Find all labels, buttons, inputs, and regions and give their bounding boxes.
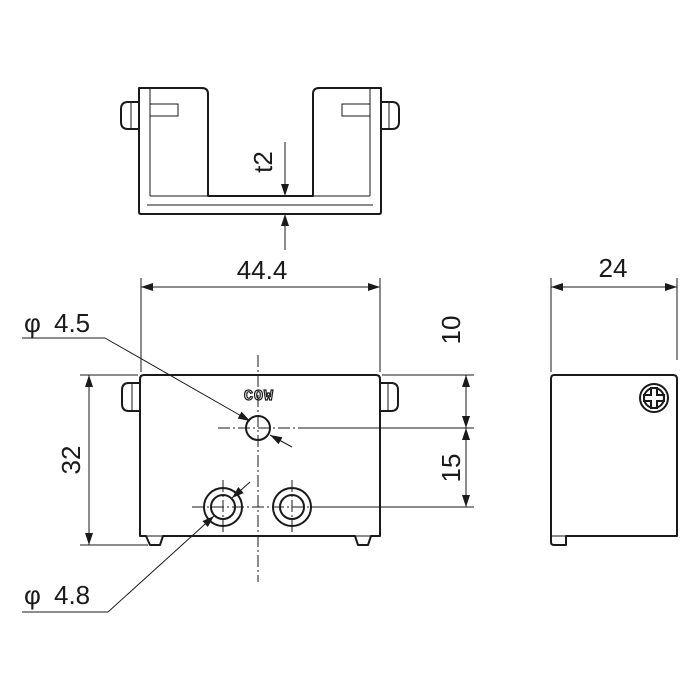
small-hole-leader-diag [104,337,251,422]
large-hole-dia-symbol: φ [24,580,41,610]
top-view: t2 [120,87,400,250]
top-view-inner-wall [149,88,371,197]
front-view: COW 44.4 32 10 15 φ [22,255,474,613]
large-hole-leader-diag [107,515,215,613]
front-left-screw-head [121,382,141,412]
depth-label: 24 [599,253,628,283]
right-slot [341,103,371,117]
small-hole-dia-label: 4.5 [54,308,90,338]
right-screw-head [380,101,400,130]
side-view: 24 [550,253,678,546]
front-right-screw-head [379,382,399,412]
large-hole-leader-tail [231,481,251,499]
width-label: 44.4 [237,255,288,285]
hole-offset-label: 15 [436,454,466,483]
height-label: 32 [56,446,86,475]
side-view-outline [550,374,678,546]
small-hole-dia-symbol: φ [24,308,41,338]
small-hole-leader-tail [269,434,293,448]
top-view-outline [138,87,382,215]
left-screw-head [120,101,140,130]
large-hole-dia-label: 4.8 [54,580,90,610]
thickness-label: t2 [248,151,278,173]
phillips-cross-icon [643,387,665,409]
left-slot [149,103,179,117]
cow-logo: COW [244,388,274,405]
top-offset-label: 10 [436,316,466,345]
